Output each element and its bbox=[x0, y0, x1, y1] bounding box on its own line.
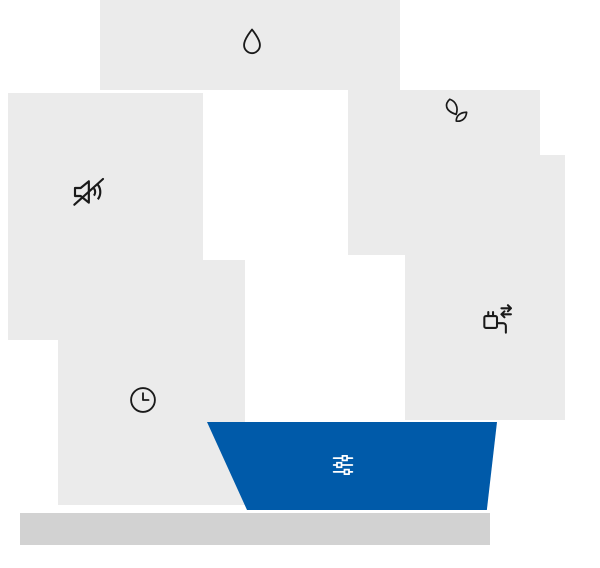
plug-swap-icon bbox=[478, 301, 516, 339]
speaker-muted-icon bbox=[68, 172, 108, 212]
eco-leaves-icon bbox=[438, 95, 472, 129]
tile-time[interactable] bbox=[58, 260, 245, 505]
sliders-icon bbox=[328, 450, 358, 480]
clock-icon bbox=[126, 383, 160, 417]
bottom-bar bbox=[20, 513, 490, 545]
water-drop-icon bbox=[235, 25, 269, 59]
tile-water[interactable] bbox=[100, 0, 400, 90]
tile-power[interactable] bbox=[405, 155, 565, 420]
tile-custom-settings[interactable] bbox=[207, 422, 497, 510]
